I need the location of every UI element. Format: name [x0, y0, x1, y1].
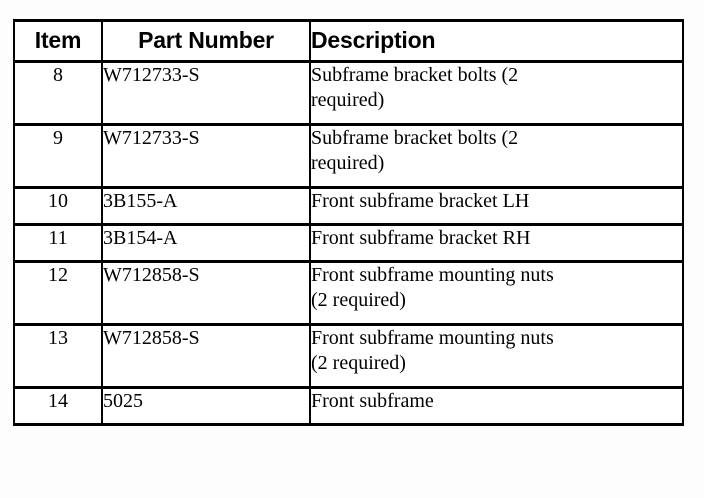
description-line: Subframe bracket bolts (2	[311, 127, 519, 149]
cell-part-number: W712858-S	[101, 260, 311, 326]
table-row: 8 W712733-S Subframe bracket bolts (2 re…	[13, 60, 684, 126]
table-body: 8 W712733-S Subframe bracket bolts (2 re…	[13, 60, 684, 426]
cell-part-number: W712733-S	[101, 123, 311, 189]
cell-description: Front subframe bracket RH	[309, 223, 684, 263]
table-row: 9 W712733-S Subframe bracket bolts (2 re…	[13, 123, 684, 189]
cell-item: 14	[13, 386, 103, 426]
table-row: 11 3B154-A Front subframe bracket RH	[13, 223, 684, 263]
description-line: Front subframe mounting nuts	[311, 264, 554, 286]
cell-description: Front subframe mounting nuts (2 required…	[309, 323, 684, 389]
cell-item: 10	[13, 186, 103, 226]
cell-item: 12	[13, 260, 103, 326]
description-line: Front subframe	[311, 390, 434, 412]
cell-part-number: 3B155-A	[101, 186, 311, 226]
description-line: Front subframe bracket RH	[311, 227, 531, 249]
cell-item: 9	[13, 123, 103, 189]
table-row: 14 5025 Front subframe	[13, 386, 684, 426]
cell-part-number: 5025	[101, 386, 311, 426]
description-line: required)	[311, 89, 385, 111]
cell-part-number: 3B154-A	[101, 223, 311, 263]
description-line: required)	[311, 152, 385, 174]
cell-description: Front subframe mounting nuts (2 required…	[309, 260, 684, 326]
cell-part-number: W712858-S	[101, 323, 311, 389]
cell-description: Subframe bracket bolts (2 required)	[309, 123, 684, 189]
cell-description: Subframe bracket bolts (2 required)	[309, 60, 684, 126]
cell-part-number: W712733-S	[101, 60, 311, 126]
column-header-part-number: Part Number	[101, 19, 311, 63]
column-header-item: Item	[13, 19, 103, 63]
cell-item: 13	[13, 323, 103, 389]
cell-item: 8	[13, 60, 103, 126]
description-line: (2 required)	[311, 289, 406, 311]
description-line: (2 required)	[311, 352, 406, 374]
cell-description: Front subframe bracket LH	[309, 186, 684, 226]
table-row: 12 W712858-S Front subframe mounting nut…	[13, 260, 684, 326]
description-line: Front subframe mounting nuts	[311, 327, 554, 349]
cell-item: 11	[13, 223, 103, 263]
table-header-row: Item Part Number Description	[13, 19, 684, 63]
cell-description: Front subframe	[309, 386, 684, 426]
parts-table: Item Part Number Description 8 W712733-S…	[13, 19, 684, 426]
column-header-description: Description	[309, 19, 684, 63]
description-line: Subframe bracket bolts (2	[311, 64, 519, 86]
table-row: 10 3B155-A Front subframe bracket LH	[13, 186, 684, 226]
description-line: Front subframe bracket LH	[311, 190, 530, 212]
table-header: Item Part Number Description	[13, 19, 684, 63]
table-row: 13 W712858-S Front subframe mounting nut…	[13, 323, 684, 389]
